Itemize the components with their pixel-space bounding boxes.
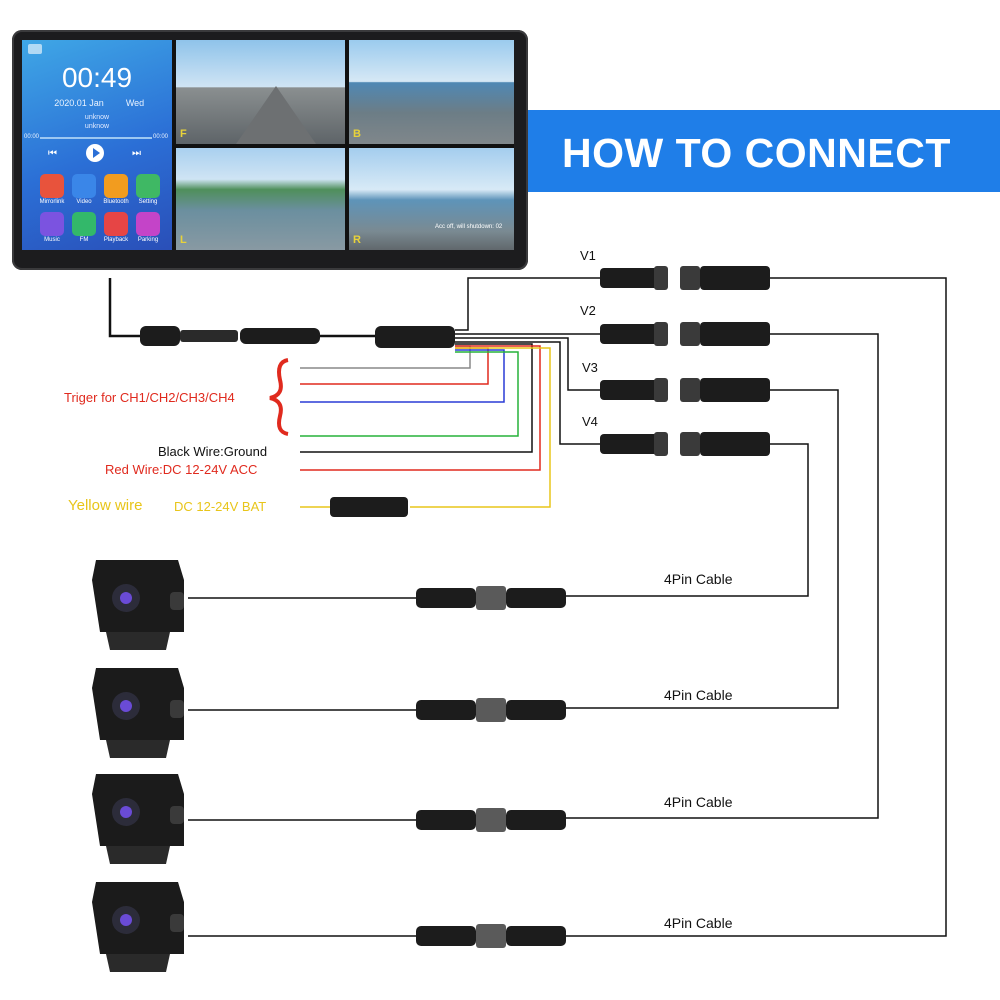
progress-bar[interactable] xyxy=(40,137,152,139)
camera-view-front: F xyxy=(176,40,345,144)
yellow-wire-name: Yellow wire xyxy=(68,497,143,514)
duration-time: 00:00 xyxy=(153,134,169,140)
channel-label-v3: V3 xyxy=(582,360,598,375)
cameras xyxy=(92,560,184,972)
camera-1 xyxy=(92,560,184,650)
track-artist: unknow xyxy=(84,123,110,130)
return-line-v1 xyxy=(566,277,947,937)
wire-ground-black xyxy=(300,343,533,453)
app-button-mirrorlink[interactable] xyxy=(40,174,64,198)
app-label: Music xyxy=(44,237,60,243)
channel-label-v1: V1 xyxy=(580,248,596,263)
trigger-label: Triger for CH1/CH2/CH3/CH4 xyxy=(64,390,235,405)
wire-trigger-green xyxy=(300,351,519,437)
inline-connector-female xyxy=(140,326,180,346)
return-line-v3 xyxy=(566,389,839,709)
app-label: Setting xyxy=(138,199,158,205)
cable-label-1: 4Pin Cable xyxy=(664,571,733,587)
black-wire-label: Black Wire:Ground xyxy=(158,444,268,459)
return-line-v2 xyxy=(566,333,879,819)
wire-trigger-blue xyxy=(300,349,505,403)
camera-4 xyxy=(92,882,184,972)
channel-label-v2: V2 xyxy=(580,303,596,318)
app-label: Playback xyxy=(103,237,129,243)
clock-weekday: Wed xyxy=(125,98,145,108)
play-icon[interactable] xyxy=(86,144,104,162)
line-v1 xyxy=(455,277,600,331)
next-icon[interactable]: ⏭ xyxy=(132,148,141,159)
line-v4 xyxy=(455,341,600,445)
title-banner: HOW TO CONNECT xyxy=(528,110,1000,192)
fuse-holder xyxy=(330,497,408,517)
shutdown-notice: Acc off, will shutdown: 02 xyxy=(435,224,503,230)
monitor-screen: 00:49 2020.01 Jan Wed unknow unknow 00:0… xyxy=(22,40,514,250)
banner-title: HOW TO CONNECT xyxy=(562,130,951,176)
app-label: FM xyxy=(79,237,89,243)
clock-time: 00:49 xyxy=(61,62,133,93)
trigger-brace xyxy=(269,358,289,436)
camera-view-left: L xyxy=(176,148,345,250)
quad-label-left: L xyxy=(180,234,187,246)
app-button-fm[interactable] xyxy=(72,212,96,236)
prev-icon[interactable]: ⏮ xyxy=(48,148,57,159)
wire-acc-red xyxy=(300,345,541,471)
quad-label-right: R xyxy=(353,234,361,246)
monitor-cable xyxy=(108,278,140,338)
elapsed-time: 00:00 xyxy=(24,134,40,140)
splitter-hub xyxy=(375,326,455,348)
wire-bat-yellow xyxy=(410,347,551,508)
app-button-bluetooth[interactable] xyxy=(104,174,128,198)
quad-label-back: B xyxy=(353,128,361,140)
app-button-setting[interactable] xyxy=(136,174,160,198)
yellow-wire-spec: DC 12-24V BAT xyxy=(174,499,267,514)
channel-label-v4: V4 xyxy=(582,414,598,429)
app-label: Bluetooth xyxy=(103,199,129,205)
camera-2 xyxy=(92,668,184,758)
track-title: unknow xyxy=(84,114,110,121)
return-line-v4 xyxy=(566,443,809,597)
quad-label-front: F xyxy=(180,128,187,140)
cable-label-3: 4Pin Cable xyxy=(664,794,733,810)
clock-date: 2020.01 Jan xyxy=(54,98,104,108)
app-button-playback[interactable] xyxy=(104,212,128,236)
status-icon xyxy=(28,44,42,54)
camera-view-back: B xyxy=(349,40,514,144)
cable-label-2: 4Pin Cable xyxy=(664,687,733,703)
camera-3 xyxy=(92,774,184,864)
camera-view-right: R Acc off, will shutdown: 02 xyxy=(349,148,514,250)
app-button-parking[interactable] xyxy=(136,212,160,236)
home-panel: 00:49 2020.01 Jan Wed unknow unknow 00:0… xyxy=(22,40,172,250)
wire-trigger-red xyxy=(300,347,489,385)
cable-label-4: 4Pin Cable xyxy=(664,915,733,931)
app-button-music[interactable] xyxy=(40,212,64,236)
app-label: Mirrorlink xyxy=(39,199,65,205)
red-wire-label: Red Wire:DC 12-24V ACC xyxy=(105,462,258,477)
camera-cables xyxy=(188,586,566,948)
inline-connector-male xyxy=(240,328,320,344)
app-label: Parking xyxy=(137,237,159,243)
line-v3 xyxy=(455,337,600,391)
inline-connector-body xyxy=(180,330,238,342)
app-label: Video xyxy=(76,199,92,205)
app-button-video[interactable] xyxy=(72,174,96,198)
wire-trigger-gray xyxy=(300,345,471,369)
channel-connectors xyxy=(600,266,770,456)
